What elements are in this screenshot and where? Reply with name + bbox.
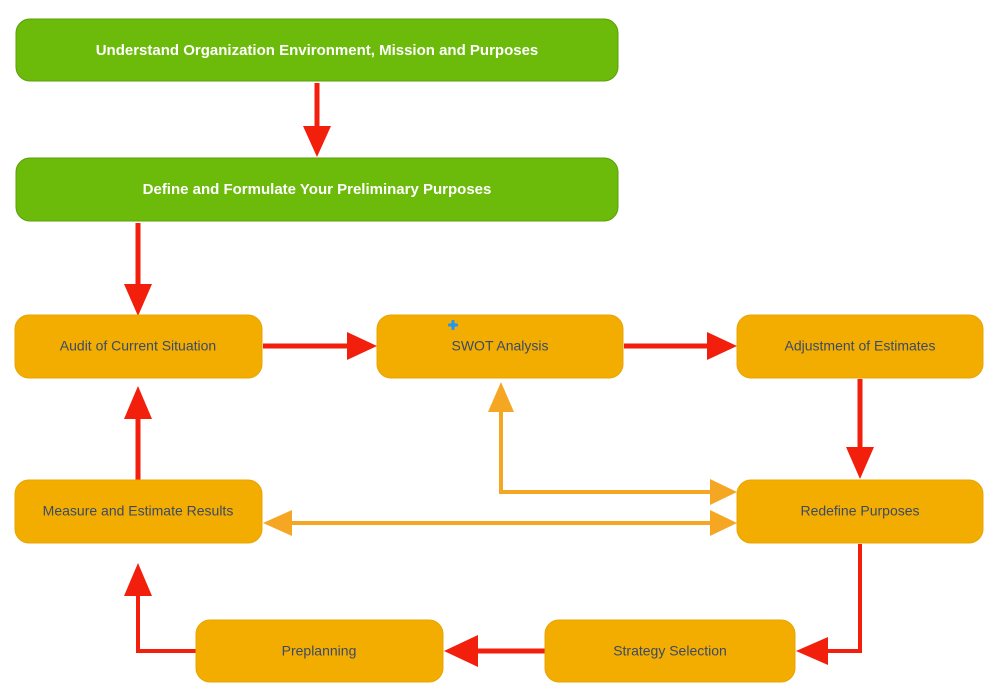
edge-preplanning-to-measure [124,563,196,653]
node-swot-analysis-shape[interactable] [376,314,624,379]
node-preplanning[interactable]: Preplanning [195,619,444,683]
node-redefine-purposes[interactable]: Redefine Purposes [736,479,984,544]
node-swot-analysis-label: SWOT Analysis [452,338,549,354]
node-audit-current-situation-label: Audit of Current Situation [60,338,216,354]
node-strategy-selection[interactable]: Strategy Selection [544,619,796,683]
edge-strategy-to-preplanning [444,635,545,667]
node-understand-organization[interactable]: Understand Organization Environment, Mis… [15,18,619,82]
edge-audit-to-swot [263,332,377,360]
edge-measure-redefine-bidirectional [263,510,737,536]
node-preplanning-shape[interactable] [195,619,444,683]
node-audit-current-situation[interactable]: Audit of Current Situation [14,314,263,379]
node-strategy-selection-shape[interactable] [544,619,796,683]
edge-redefine-to-swot [488,382,737,505]
node-define-formulate-purposes-label: Define and Formulate Your Preliminary Pu… [143,181,492,198]
edge-adjustment-to-redefine [846,379,874,479]
node-strategy-selection-label: Strategy Selection [613,643,727,659]
crosshair-cursor-icon [448,320,458,330]
node-understand-organization-shape[interactable] [15,18,619,82]
node-define-formulate-purposes[interactable]: Define and Formulate Your Preliminary Pu… [15,157,619,222]
node-swot-analysis[interactable]: SWOT Analysis [376,314,624,379]
node-redefine-purposes-shape[interactable] [736,479,984,544]
node-measure-estimate-results-shape[interactable] [14,479,263,544]
node-adjustment-of-estimates-shape[interactable] [736,314,984,379]
edge-define-to-audit [124,223,152,316]
edge-redefine-to-strategy [796,544,862,665]
node-adjustment-of-estimates[interactable]: Adjustment of Estimates [736,314,984,379]
node-measure-estimate-results-label: Measure and Estimate Results [43,503,234,519]
node-measure-estimate-results[interactable]: Measure and Estimate Results [14,479,263,544]
node-audit-current-situation-shape[interactable] [14,314,263,379]
edge-swot-to-adjustment [624,332,737,360]
edge-understand-to-define [303,83,331,157]
node-define-formulate-purposes-shape[interactable] [15,157,619,222]
node-preplanning-label: Preplanning [282,643,357,659]
edge-measure-to-audit [124,386,152,480]
node-understand-organization-label: Understand Organization Environment, Mis… [96,42,539,59]
node-adjustment-of-estimates-label: Adjustment of Estimates [785,338,936,354]
node-redefine-purposes-label: Redefine Purposes [800,503,919,519]
